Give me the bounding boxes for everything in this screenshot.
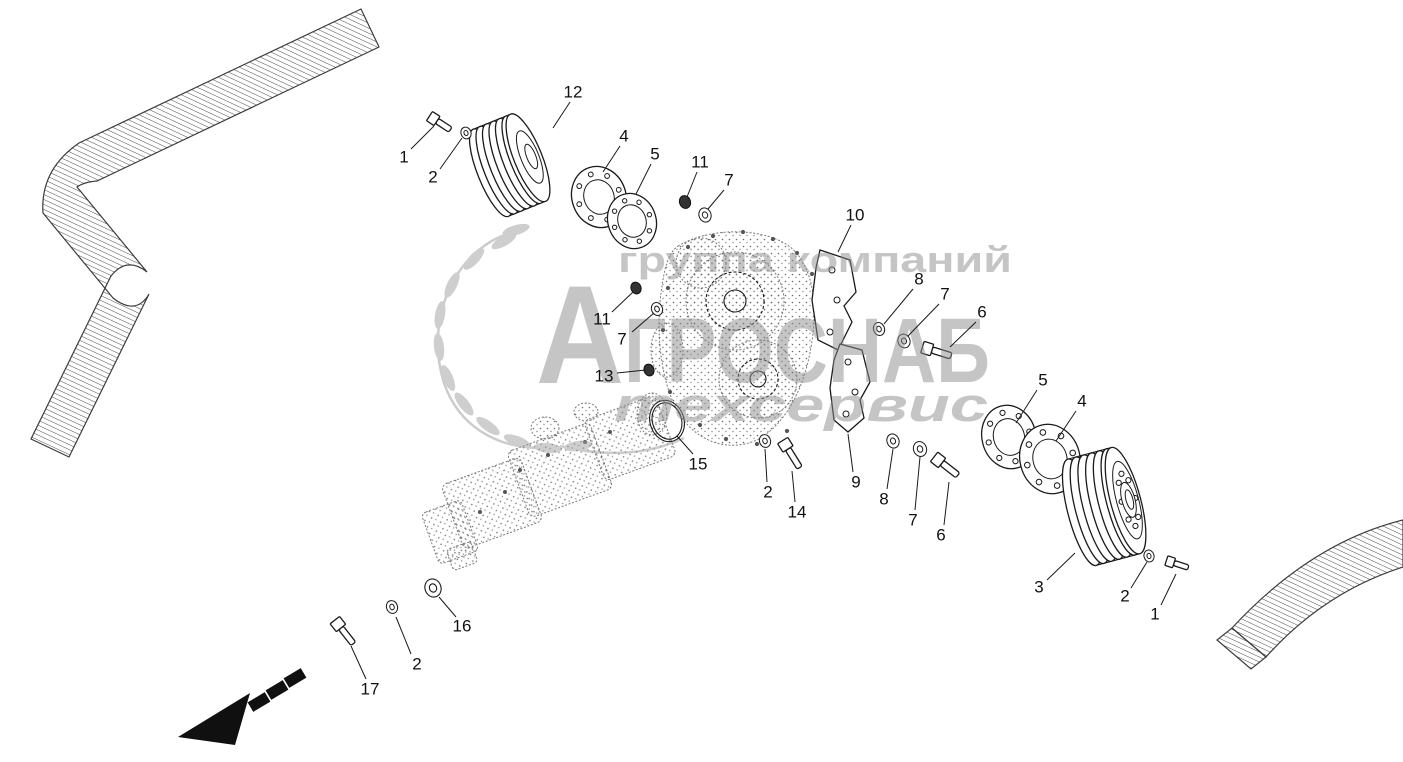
watermark-company-type: группа компаний [618, 239, 1012, 280]
callout-number-4: 4 [1077, 392, 1086, 411]
callout-number-11: 11 [691, 153, 709, 172]
leader-line-6 [949, 321, 977, 348]
direction-arrow-icon [178, 668, 307, 745]
leader-line-5 [635, 163, 652, 195]
callout-number-15: 15 [689, 455, 708, 474]
watermark: группа компаний А ГРОСНАБ техсервис [433, 223, 1012, 455]
watermark-brand-initial: А [536, 256, 624, 413]
washer-8-lower [886, 433, 900, 449]
leader-line-13 [616, 369, 647, 374]
callout-number-13: 13 [595, 367, 614, 386]
leader-line-9 [847, 433, 854, 473]
leader-line-5 [1015, 389, 1038, 424]
nut-11-mid [630, 281, 642, 295]
pulley-12 [468, 113, 551, 218]
leader-line-8 [883, 288, 914, 325]
callout-number-16: 16 [453, 617, 472, 636]
callout-number-14: 14 [788, 503, 807, 522]
gearbox-assembly [650, 229, 819, 447]
watermark-division: техсервис [614, 378, 988, 431]
bolt-1-right [1164, 555, 1190, 571]
nut-13 [643, 363, 655, 377]
leader-line-7 [631, 312, 655, 333]
leader-line-7 [914, 456, 921, 511]
leader-line-2 [1130, 561, 1148, 589]
leader-line-2 [764, 448, 768, 483]
leader-line-1 [1160, 573, 1177, 606]
callout-number-2: 2 [412, 655, 421, 674]
washer-8-upper [872, 322, 886, 336]
callout-number-1: 1 [399, 148, 408, 167]
flange-5-left [606, 192, 658, 250]
callout-number-3: 3 [1034, 578, 1043, 597]
leader-line-15 [676, 435, 694, 455]
bolt-6-upper [920, 340, 953, 360]
washer-7-top [698, 207, 712, 223]
pulley-3 [1061, 446, 1147, 567]
leader-line-16 [438, 596, 457, 618]
bolt-17 [329, 616, 356, 646]
callout-number-4: 4 [619, 127, 628, 146]
callout-number-7: 7 [908, 511, 917, 530]
leader-line-14 [791, 470, 796, 503]
laurel-wreath-icon [433, 223, 685, 455]
washer-2-right [1143, 549, 1155, 563]
callout-number-17: 17 [361, 680, 380, 699]
leader-line-11 [686, 171, 698, 198]
callout-number-6: 6 [977, 303, 986, 322]
bracket-10 [811, 249, 857, 351]
callout-number-8: 8 [914, 270, 923, 289]
leader-line-4 [602, 145, 621, 173]
callout-number-1: 1 [1150, 605, 1159, 624]
callout-number-8: 8 [879, 490, 888, 509]
leader-line-4 [1055, 410, 1077, 442]
bolt-1-top [426, 111, 452, 133]
washer-7-lower [912, 441, 928, 457]
washer-2-top [460, 126, 472, 140]
washer-7-upper [897, 333, 911, 349]
leader-line-12 [552, 101, 571, 129]
leader-line-2 [395, 616, 412, 655]
callout-number-7: 7 [617, 330, 626, 349]
leader-line-8 [886, 448, 894, 490]
callout-number-12: 12 [564, 83, 583, 102]
callout-number-2: 2 [1120, 587, 1129, 606]
callout-number-7: 7 [724, 171, 733, 190]
bolt-6-lower [930, 451, 960, 478]
washer-7-mid [650, 302, 664, 316]
callout-number-2: 2 [428, 168, 437, 187]
leader-line-10 [837, 224, 852, 253]
v-belt-left [30, 8, 380, 458]
leader-line-7 [907, 303, 940, 337]
washer-2-bottom [385, 600, 399, 614]
callout-number-5: 5 [1038, 371, 1047, 390]
leader-line-1 [410, 125, 435, 150]
watermark-brand-rest: ГРОСНАБ [624, 300, 990, 402]
flange-4-left [570, 165, 628, 229]
callout-number-10: 10 [846, 206, 865, 225]
callout-number-9: 9 [851, 473, 860, 492]
leader-line-6 [943, 481, 950, 526]
callout-number-6: 6 [936, 526, 945, 545]
washer-16 [424, 578, 442, 598]
bolt-14 [777, 437, 803, 470]
callout-number-11: 11 [593, 310, 611, 329]
nut-11-top [678, 195, 692, 209]
washer-2-mid [758, 434, 772, 448]
leader-line-3 [1046, 552, 1076, 581]
leader-line-2 [439, 137, 463, 170]
bracket-9 [829, 343, 871, 433]
leader-line-7 [707, 189, 725, 210]
callout-number-2: 2 [763, 483, 772, 502]
leader-line-17 [350, 645, 367, 680]
callout-number-7: 7 [940, 285, 949, 304]
ring-15 [649, 399, 685, 443]
leader-line-11 [611, 291, 634, 313]
v-belt-right [1216, 519, 1403, 670]
callout-number-5: 5 [650, 145, 659, 164]
